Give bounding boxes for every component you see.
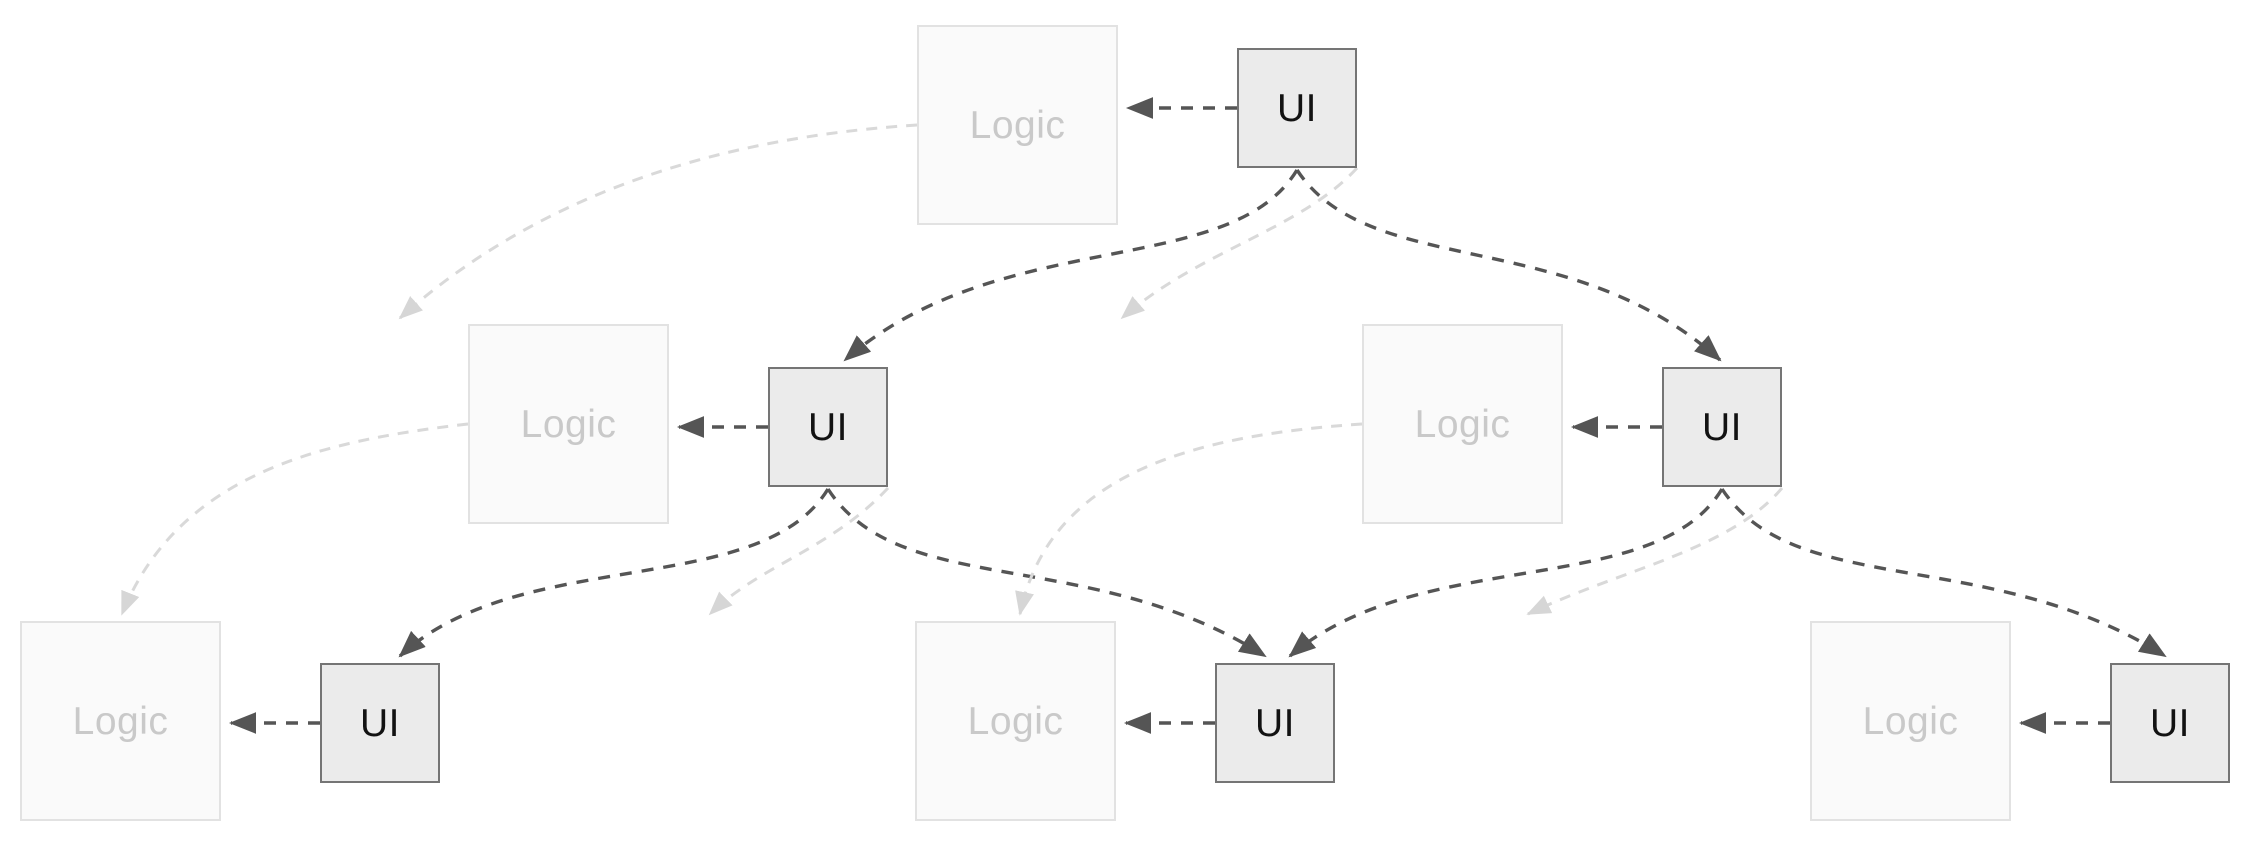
node-label-logic-rr: Logic	[1862, 699, 1959, 743]
node-ui-ll[interactable]: UI	[320, 663, 440, 783]
node-label-logic-ll: Logic	[72, 699, 169, 743]
node-label-ui-lr: UI	[1255, 701, 1295, 745]
node-logic-l[interactable]: Logic	[468, 324, 669, 524]
node-label-logic-lr: Logic	[967, 699, 1064, 743]
node-label-ui-l: UI	[808, 405, 848, 449]
node-label-ui-r: UI	[1702, 405, 1742, 449]
node-logic-ll[interactable]: Logic	[20, 621, 221, 821]
node-logic-rr[interactable]: Logic	[1810, 621, 2011, 821]
edge-ui-r-to-logic-rr	[1526, 487, 1784, 616]
node-label-logic-root: Logic	[969, 103, 1066, 147]
node-logic-root[interactable]: Logic	[917, 25, 1118, 225]
node-logic-lr[interactable]: Logic	[915, 621, 1116, 821]
node-ui-r[interactable]: UI	[1662, 367, 1782, 487]
edge-ui-root-to-logic-l	[1120, 166, 1359, 320]
node-ui-rr[interactable]: UI	[2110, 663, 2230, 783]
node-label-logic-l: Logic	[520, 402, 617, 446]
node-logic-r[interactable]: Logic	[1362, 324, 1563, 524]
edge-ui-l-to-logic-lr	[708, 486, 890, 616]
edge-logic-r-to-logic-lr	[1015, 422, 1363, 616]
edge-logic-root-to-logic-l	[398, 123, 918, 320]
node-label-ui-rr: UI	[2150, 701, 2190, 745]
node-label-ui-root: UI	[1277, 86, 1317, 130]
node-ui-root[interactable]: UI	[1237, 48, 1357, 168]
edge-logic-l-to-logic-ll	[120, 422, 469, 616]
node-label-logic-r: Logic	[1414, 402, 1511, 446]
node-label-ui-ll: UI	[360, 701, 400, 745]
node-ui-l[interactable]: UI	[768, 367, 888, 487]
node-ui-lr[interactable]: UI	[1215, 663, 1335, 783]
